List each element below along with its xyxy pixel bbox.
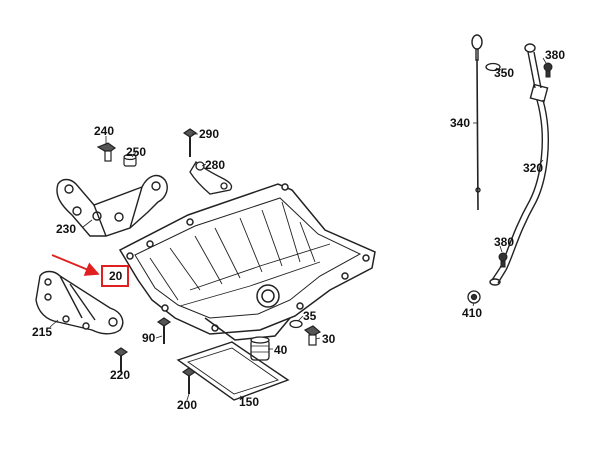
label-380-upper: 380 [545, 48, 566, 62]
plug-30 [303, 325, 322, 346]
bolt-380-upper [543, 62, 553, 78]
bolt-90 [156, 317, 172, 344]
bracket-215 [35, 270, 124, 335]
label-250: 250 [126, 145, 147, 159]
label-20: 20 [109, 269, 123, 283]
bolt-220 [113, 347, 129, 372]
highlight-box [101, 265, 129, 287]
bolt-380-lower [498, 252, 508, 268]
label-40: 40 [274, 343, 288, 357]
gasket-150 [176, 341, 290, 401]
label-90: 90 [142, 331, 156, 345]
bracket-280 [189, 161, 233, 195]
label-230: 230 [56, 222, 77, 236]
bracket-230 [56, 174, 168, 237]
label-200: 200 [177, 398, 198, 412]
bolt-290 [182, 128, 198, 157]
label-150: 150 [239, 395, 260, 409]
label-280: 280 [205, 158, 226, 172]
label-340: 340 [450, 116, 471, 130]
seal-410 [467, 290, 481, 304]
oil-pan [118, 183, 376, 341]
label-380-lower: 380 [494, 235, 515, 249]
label-30: 30 [322, 332, 336, 346]
label-320: 320 [523, 161, 544, 175]
label-410: 410 [462, 306, 483, 320]
label-350: 350 [494, 66, 515, 80]
guide-tube [489, 43, 549, 286]
label-35: 35 [303, 309, 317, 323]
label-240: 240 [94, 124, 115, 138]
bolt-200 [181, 367, 197, 394]
leader-lines [49, 57, 547, 401]
label-220: 220 [110, 368, 131, 382]
label-290: 290 [199, 127, 220, 141]
bolt-240 [96, 142, 117, 162]
seal-35 [289, 319, 303, 329]
seal-ring-350 [485, 62, 501, 72]
filter-40 [250, 336, 270, 361]
dipstick [471, 34, 483, 211]
label-215: 215 [32, 325, 53, 339]
highlight-arrow [51, 254, 100, 276]
